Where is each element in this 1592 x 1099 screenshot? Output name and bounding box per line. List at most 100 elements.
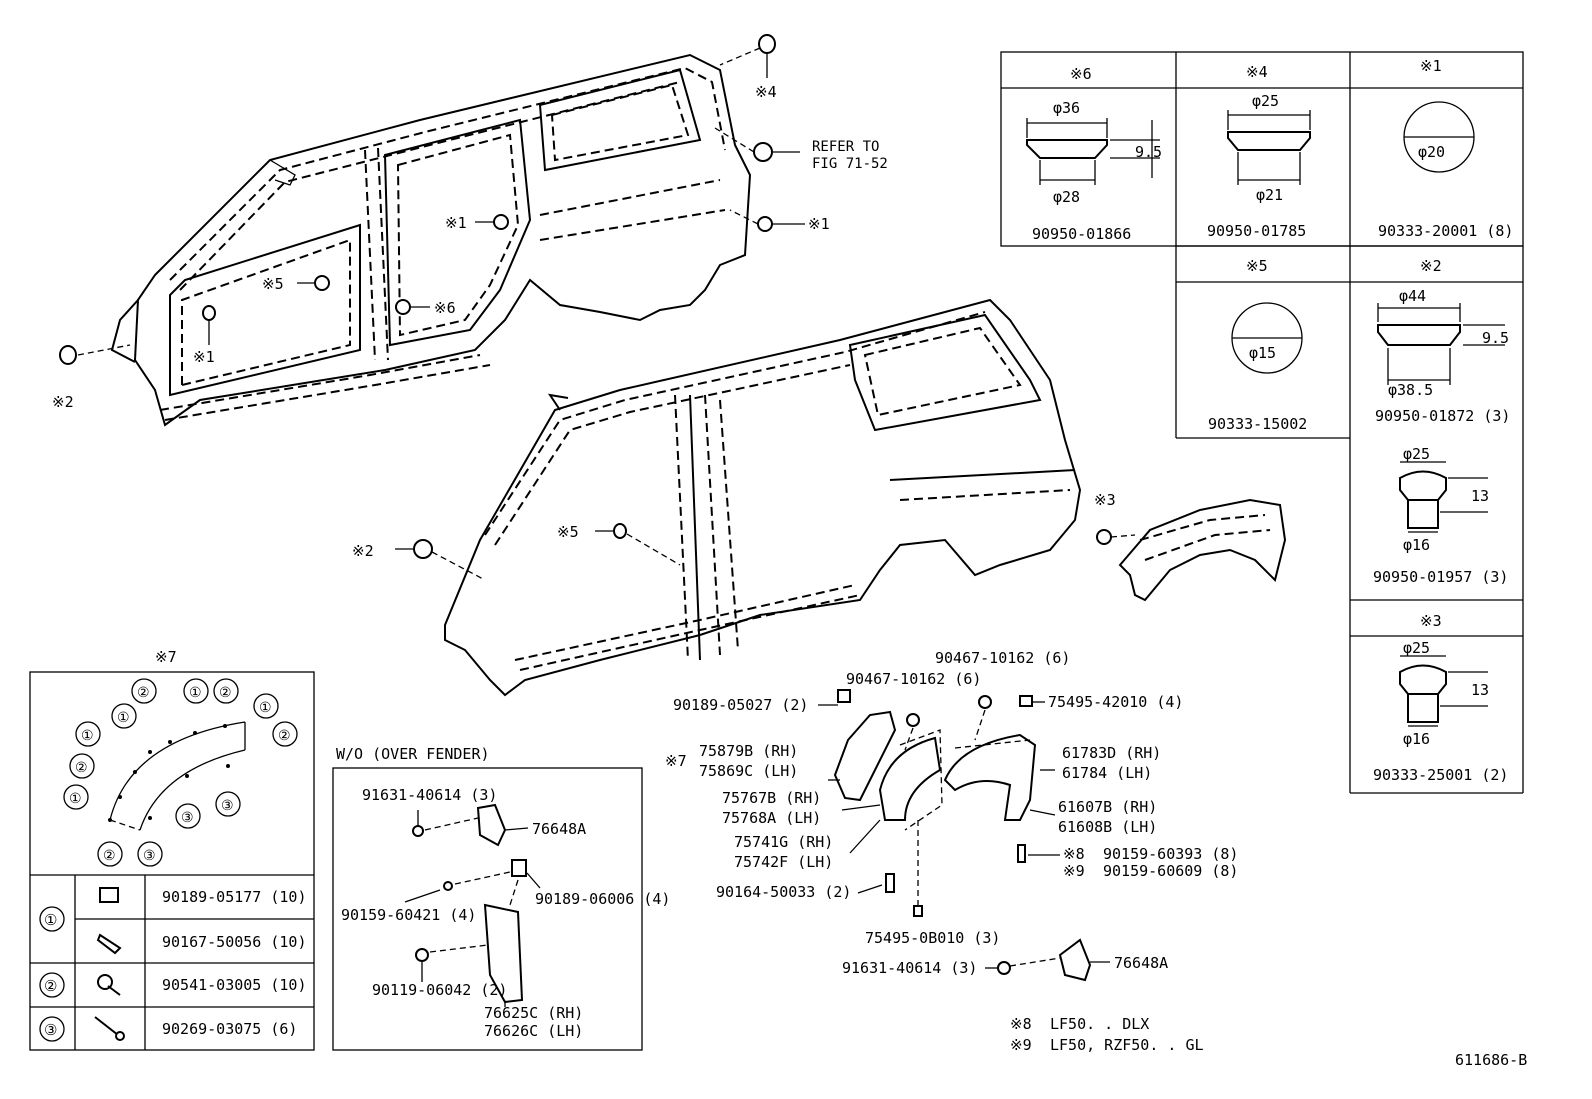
- svg-text:③: ③: [44, 1021, 57, 1039]
- wo-part-91631: 91631-40614 (3): [362, 786, 497, 804]
- fender-mark-8: ※8: [1063, 845, 1085, 863]
- clip-row-1: ① 90189-05177 (10): [39, 887, 307, 932]
- plug-4-dia-top: φ25: [1252, 92, 1279, 110]
- fender-part-90467-a: 90467-10162 (6): [935, 649, 1070, 667]
- lower-plugs: [395, 523, 1136, 581]
- fender-part-75742f: 75742F (LH): [734, 853, 833, 871]
- clip-part-03075: 90269-03075 (6): [162, 1020, 297, 1038]
- plug-6-height: 9.5: [1135, 143, 1162, 161]
- svg-text:②: ②: [219, 685, 232, 701]
- wo-over-fender-title: W/O (OVER FENDER): [336, 745, 490, 763]
- fender-mark-9: ※9: [1063, 862, 1085, 880]
- plug-3-dia-bottom: φ16: [1403, 730, 1430, 748]
- fender-part-76648a: 76648A: [1114, 954, 1168, 972]
- plug-2-part: 90950-01872 (3): [1375, 407, 1510, 425]
- svg-text:②: ②: [278, 728, 291, 744]
- plug-01957-dia-bottom: φ16: [1403, 536, 1430, 554]
- refer-to-text: REFER TO: [812, 139, 879, 155]
- table-mark-5: ※5: [1246, 257, 1268, 275]
- plug-4-drawing: [1227, 110, 1311, 185]
- wo-parts-drawing: [404, 803, 541, 1007]
- table-mark-1: ※1: [1420, 57, 1442, 75]
- plug-3-height: 13: [1471, 681, 1489, 699]
- plug-table: [1000, 51, 1524, 794]
- clip-legend-title: ※7: [155, 648, 177, 666]
- table-mark-2: ※2: [1420, 257, 1442, 275]
- plug-2-dia-bottom: φ38.5: [1388, 381, 1433, 399]
- plug-2-dia-top: φ44: [1399, 287, 1426, 305]
- svg-text:②: ②: [103, 848, 116, 864]
- inner-side-panel: [444, 298, 1082, 697]
- svg-text:①: ①: [189, 685, 202, 701]
- plug-6-drawing: [1026, 118, 1160, 185]
- svg-text:②: ②: [137, 685, 150, 701]
- plug-3-part: 90333-25001 (2): [1373, 766, 1508, 784]
- rear-wheelhouse: [1118, 498, 1287, 602]
- fender-part-75767b: 75767B (RH): [722, 789, 821, 807]
- callout-m4: ※4: [755, 83, 777, 101]
- wo-part-76625c: 76625C (RH): [484, 1004, 583, 1022]
- fender-part-61783d: 61783D (RH): [1062, 744, 1161, 762]
- callout-m1-right: ※1: [808, 215, 830, 233]
- fender-part-90189: 90189-05027 (2): [673, 696, 808, 714]
- plug-6-dia-bottom: φ28: [1053, 188, 1080, 206]
- plug-3-drawing: [1399, 655, 1488, 727]
- table-mark-4: ※4: [1246, 63, 1268, 81]
- wo-part-76626c: 76626C (LH): [484, 1022, 583, 1040]
- svg-text:②: ②: [44, 977, 57, 995]
- svg-text:②: ②: [75, 760, 88, 776]
- fender-mark-7: ※7: [665, 752, 687, 770]
- svg-text:①: ①: [44, 911, 57, 929]
- plug-01957-drawing: [1399, 461, 1488, 533]
- callout-m2-lower: ※2: [352, 542, 374, 560]
- plug-1-dia: φ20: [1418, 143, 1445, 161]
- footnote-8-text: LF50. . DLX: [1050, 1015, 1149, 1033]
- footnote-9-mark: ※9: [1010, 1036, 1032, 1054]
- callout-m1-center: ※1: [445, 214, 467, 232]
- refer-fig-text: FIG 71-52: [812, 156, 888, 172]
- fender-part-91631: 91631-40614 (3): [842, 959, 977, 977]
- clip-part-50056: 90167-50056 (10): [162, 933, 307, 951]
- clip-arch-callouts: ② ① ② ① ② ① ① ② ① ③ ③ ② ③: [63, 678, 298, 867]
- fender-part-75768a: 75768A (LH): [722, 809, 821, 827]
- wo-part-90119: 90119-06042 (2): [372, 981, 507, 999]
- clip-part-05177: 90189-05177 (10): [162, 888, 307, 906]
- fender-part-61784: 61784 (LH): [1062, 764, 1152, 782]
- plug-2-drawing: [1377, 303, 1505, 385]
- plug-01957-height: 13: [1471, 487, 1489, 505]
- clip-arch-drawing: [108, 721, 246, 831]
- svg-text:③: ③: [143, 848, 156, 864]
- fender-assembly-drawing: [818, 689, 1110, 982]
- plug-3-dia-top: φ25: [1403, 639, 1430, 657]
- svg-text:①: ①: [259, 700, 272, 716]
- outer-side-panel: [110, 53, 752, 427]
- clip-row-4: ③ 90269-03075 (6): [39, 1016, 297, 1042]
- fender-part-75741g: 75741G (RH): [734, 833, 833, 851]
- fender-part-90159-60609: 90159-60609 (8): [1103, 862, 1238, 880]
- footnote-9-text: LF50, RZF50. . GL: [1050, 1036, 1204, 1054]
- clip-legend-frame: [29, 671, 315, 1051]
- wo-part-90159: 90159-60421 (4): [341, 906, 476, 924]
- svg-text:①: ①: [81, 728, 94, 744]
- svg-text:③: ③: [221, 798, 234, 814]
- callout-m3: ※3: [1094, 491, 1116, 509]
- fender-part-90159-60393: 90159-60393 (8): [1103, 845, 1238, 863]
- fender-part-61608b: 61608B (LH): [1058, 818, 1157, 836]
- wo-frame: [332, 767, 643, 1051]
- fender-part-75879b: 75879B (RH): [699, 742, 798, 760]
- wo-part-76648a: 76648A: [532, 820, 586, 838]
- fender-part-75495-0b010: 75495-0B010 (3): [865, 929, 1000, 947]
- fender-part-90164: 90164-50033 (2): [716, 883, 851, 901]
- callout-m6: ※6: [434, 299, 456, 317]
- plug-6-part: 90950-01866: [1032, 225, 1131, 243]
- wo-part-90189: 90189-06006 (4): [535, 890, 670, 908]
- svg-text:③: ③: [181, 810, 194, 826]
- upper-plugs: [59, 34, 805, 365]
- plug-1-drawing: [1403, 101, 1475, 173]
- fender-part-61607b: 61607B (RH): [1058, 798, 1157, 816]
- clip-row-3: ② 90541-03005 (10): [39, 972, 307, 998]
- callout-m1-left: ※1: [193, 348, 215, 366]
- clip-row-2: 90167-50056 (10): [96, 933, 307, 955]
- plug-6-dia-top: φ36: [1053, 99, 1080, 117]
